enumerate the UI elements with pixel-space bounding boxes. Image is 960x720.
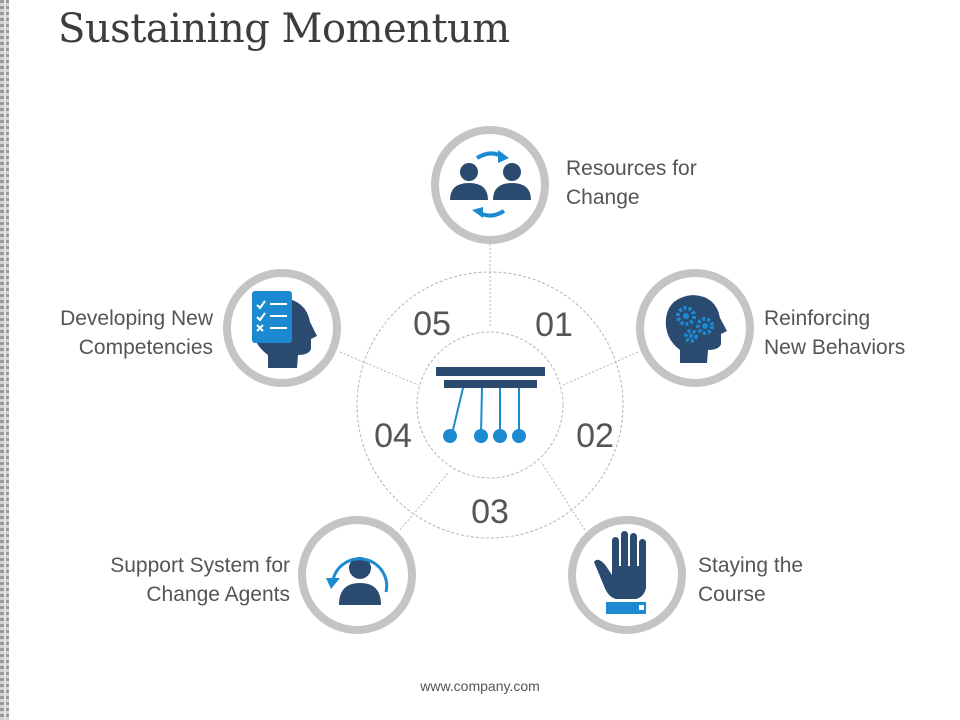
outer-ring <box>356 271 624 539</box>
segment-number: 03 <box>471 493 509 531</box>
head-gears-icon <box>665 295 727 363</box>
slide-title: Sustaining Momentum <box>58 6 510 52</box>
connector-line <box>339 351 419 386</box>
users-exchange-icon <box>450 150 531 218</box>
newtons-cradle-icon <box>436 367 545 443</box>
label-developing-new-competencies: Developing New Competencies <box>60 307 213 359</box>
label-support-system: Support System for Change Agents <box>110 554 290 606</box>
label-staying-the-course: Staying the Course <box>698 554 804 606</box>
node-circle-01 <box>431 126 549 244</box>
inner-ring <box>416 331 564 479</box>
user-refresh-icon <box>326 557 389 605</box>
segment-number: 04 <box>374 417 412 455</box>
label-resources-for-change: Resources for Change <box>566 157 697 209</box>
connector-line <box>562 351 639 386</box>
slide-left-border <box>0 0 9 720</box>
raised-hand-icon <box>594 531 646 614</box>
connector-line <box>399 472 449 531</box>
connector-line <box>540 461 586 531</box>
footer-url: www.company.com <box>420 678 540 694</box>
segment-number: 05 <box>413 305 451 343</box>
segment-number: 02 <box>576 417 614 455</box>
segment-number: 01 <box>535 306 573 344</box>
label-reinforcing-new-behaviors: Reinforcing New Behaviors <box>764 307 906 359</box>
head-checklist-icon <box>252 291 317 368</box>
